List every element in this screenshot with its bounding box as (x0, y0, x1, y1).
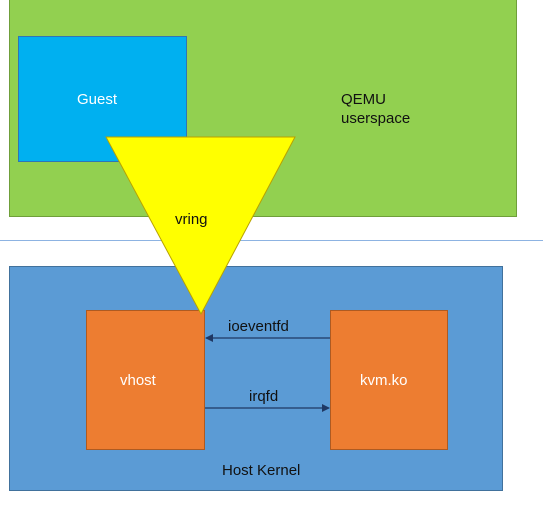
ioeventfd-label: ioeventfd (228, 318, 289, 335)
host-kernel-label: Host Kernel (222, 462, 301, 479)
irqfd-label: irqfd (249, 388, 279, 405)
userspace-kernel-separator (0, 240, 543, 241)
vhost-label: vhost (120, 372, 156, 389)
vring-triangle (105, 136, 296, 316)
qemu-label-line1: QEMU (341, 91, 386, 108)
kvm-label: kvm.ko (360, 372, 408, 389)
qemu-label-line2: userspace (341, 109, 411, 127)
qemu-label: QEMU userspace (341, 91, 410, 129)
vring-label: vring (175, 211, 208, 228)
vhost-box (86, 310, 205, 450)
guest-label: Guest (77, 91, 118, 108)
kvm-box (330, 310, 448, 450)
